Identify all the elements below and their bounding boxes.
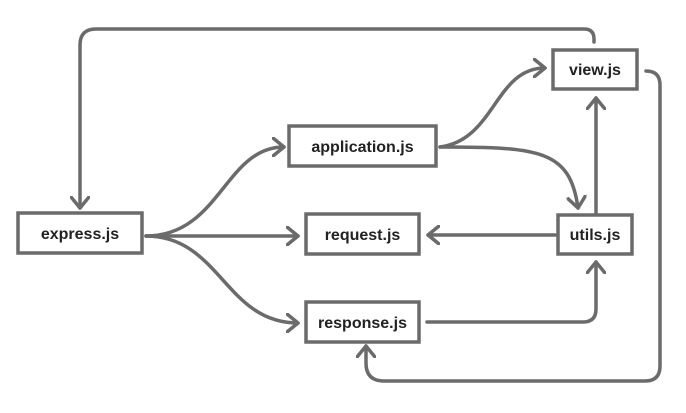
node-label: utils.js <box>570 227 621 244</box>
node-label: express.js <box>41 226 119 243</box>
node-label: response.js <box>318 315 407 332</box>
edge-application-to-view <box>438 68 547 149</box>
node-label: view.js <box>569 62 621 79</box>
edge-application-to-utils <box>438 145 578 210</box>
node-view[interactable]: view.js <box>551 48 639 91</box>
node-response[interactable]: response.js <box>304 300 421 344</box>
node-box <box>304 212 421 256</box>
edge-view-to-express <box>80 27 596 210</box>
node-express[interactable]: express.js <box>16 211 144 255</box>
edge-express-to-response <box>144 234 300 323</box>
node-application[interactable]: application.js <box>287 124 438 168</box>
edge-response-to-utils <box>425 260 596 324</box>
node-request[interactable]: request.js <box>304 212 421 256</box>
node-box <box>287 124 438 168</box>
node-box <box>16 211 144 255</box>
node-box <box>556 213 634 256</box>
node-label: application.js <box>311 139 413 156</box>
edge-express-to-application <box>144 147 286 238</box>
edges <box>80 27 662 383</box>
node-utils[interactable]: utils.js <box>556 213 634 256</box>
node-label: request.js <box>325 227 401 244</box>
node-box <box>551 48 639 91</box>
edge-view-to-response <box>366 69 662 383</box>
node-box <box>304 300 421 344</box>
